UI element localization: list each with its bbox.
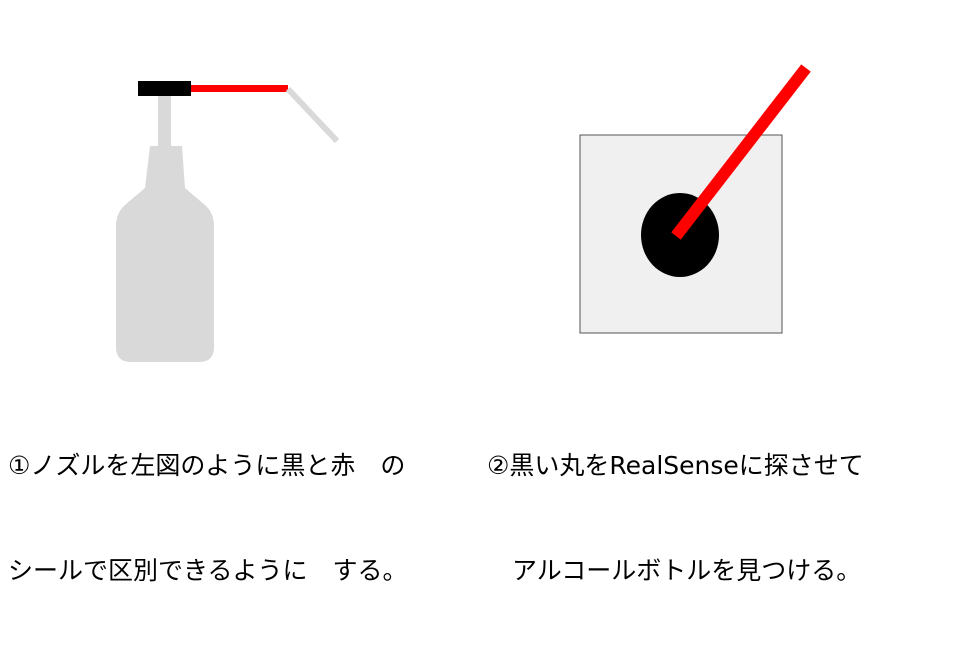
caption-left-line1: ①ノズルを左図のように黒と赤 の: [8, 451, 406, 480]
bottle-body: [116, 146, 214, 362]
slide: ①ノズルを左図のように黒と赤 の シールで区別できるように する。 ②黒い丸をR…: [8, 64, 864, 585]
caption-right-line1: ②黒い丸をRealSenseに探させて: [487, 451, 864, 480]
caption-left: ①ノズルを左図のように黒と赤 の シールで区別できるように する。: [8, 378, 408, 658]
bottle-illustration: [116, 64, 811, 362]
red-stick: [671, 64, 811, 240]
nozzle-black-seal: [138, 81, 191, 96]
caption-right-line2: アルコールボトルを見つける。: [487, 556, 862, 585]
pump-stem: [158, 96, 171, 146]
caption-right: ②黒い丸をRealSenseに探させて アルコールボトルを見つける。: [487, 378, 864, 658]
nozzle-tip: [285, 86, 340, 144]
caption-left-line2: シールで区別できるように する。: [8, 556, 408, 585]
nozzle-red-seal: [191, 85, 288, 92]
